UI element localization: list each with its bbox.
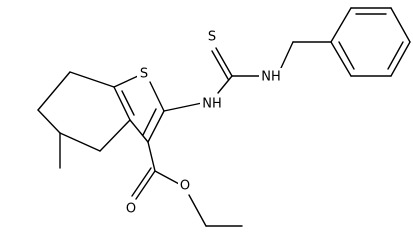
atom-o-ester: O	[178, 177, 192, 194]
bond-carbonyl-b	[131, 167, 152, 197]
atom-o-ester-label: O	[180, 179, 190, 194]
bond-c3-c2	[147, 110, 165, 143]
atom-labels: S S NH NH O O	[124, 28, 283, 217]
bond-c3-c3a	[129, 119, 149, 143]
bond-nh-ch2	[280, 41, 294, 69]
atom-nh-right-label: NH	[261, 70, 281, 85]
atom-s-thione-label: S	[208, 30, 216, 45]
atom-o-carbonyl: O	[124, 200, 138, 217]
bond-ester-c-ring	[147, 141, 156, 172]
bond-c7-c7a	[69, 71, 115, 88]
bond-ph-4	[390, 41, 411, 77]
bond-c2-s	[149, 81, 165, 112]
bond-c3-c2-inner	[142, 108, 157, 136]
bond-c2-nh	[163, 102, 203, 112]
bond-c7a-c3a-inner	[121, 90, 135, 116]
bond-c7a-c3a	[113, 86, 131, 121]
atom-nh-right: NH	[259, 68, 283, 85]
bond-nh-cs	[217, 75, 233, 94]
bonds	[37, 7, 411, 227]
atom-o-carbonyl-label: O	[126, 202, 136, 217]
bond-ph-6	[330, 41, 352, 77]
bond-ph-inner-3	[338, 41, 355, 70]
bond-thione-a	[215, 47, 233, 77]
bond-thione-b	[211, 50, 229, 80]
bond-c5-c6	[37, 109, 61, 134]
atom-nh-left: NH	[200, 95, 224, 112]
atom-s-ring-label: S	[140, 67, 148, 82]
bond-c4-c5	[59, 132, 101, 152]
atom-s-thione: S	[205, 28, 219, 45]
atom-s-ring: S	[137, 65, 151, 82]
bond-ethyl-ch2-o	[188, 194, 207, 227]
bond-ph-inner-2	[387, 41, 404, 70]
bond-carbonyl-a	[135, 170, 156, 200]
bond-c3a-c4	[99, 119, 131, 152]
bond-s-c7a	[113, 75, 139, 88]
bond-ph-3	[390, 7, 411, 43]
bond-ester-o-c	[154, 170, 182, 186]
bond-ph-1	[330, 7, 352, 43]
bond-c6-c7	[37, 71, 71, 111]
atom-nh-left-label: NH	[202, 97, 222, 112]
